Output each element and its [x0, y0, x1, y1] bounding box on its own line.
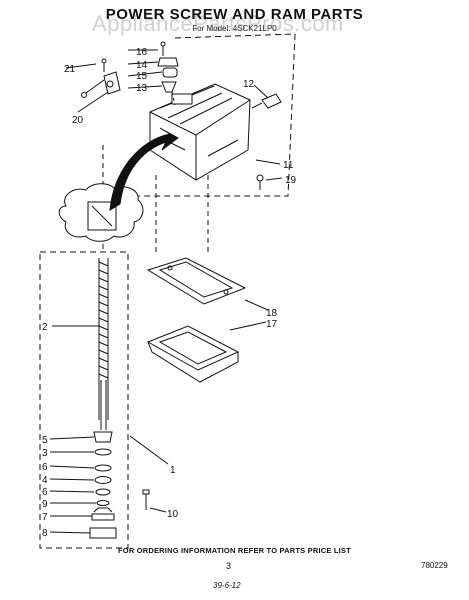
callout-3: 3	[42, 448, 48, 459]
mounting-bracket	[81, 58, 121, 98]
upper-assembly-boundary	[130, 33, 296, 197]
callout-20: 20	[72, 115, 84, 126]
ram-pan	[146, 325, 240, 383]
callout-17: 17	[266, 319, 278, 330]
callout-5: 5	[42, 435, 48, 446]
switch-parts-stack	[157, 41, 179, 106]
date-mark: 39-6-12	[213, 581, 241, 590]
ram-housing	[149, 83, 251, 181]
screw-part-19	[256, 174, 264, 190]
lower-assembly-boundary	[39, 251, 129, 549]
callout-6: 6	[42, 487, 48, 498]
callout-21: 21	[64, 64, 76, 75]
callout-18: 18	[266, 308, 278, 319]
model-subtitle: For Model: 4SCK21LP0	[192, 24, 277, 33]
callout-2: 2	[42, 322, 48, 333]
page-number: 3	[226, 561, 232, 571]
ordering-info-footer: FOR ORDERING INFORMATION REFER TO PARTS …	[118, 546, 351, 555]
callout-8: 8	[42, 528, 48, 539]
callout-12: 12	[243, 79, 255, 90]
screw-part-12	[251, 93, 282, 109]
callout-4: 4	[42, 475, 48, 486]
callout-11: 11	[283, 160, 294, 171]
callout-14: 14	[136, 60, 148, 71]
callout-15: 15	[136, 71, 148, 82]
shaft-parts-stack	[89, 431, 117, 539]
page-title: POWER SCREW AND RAM PARTS	[105, 6, 364, 23]
power-screw	[98, 258, 109, 430]
callout-labels: 21 20 16 14 15 13 12 11 19 18 17 2 5 3 6…	[42, 47, 297, 539]
detail-callout-bubble	[58, 183, 144, 242]
leader-lines	[49, 49, 283, 534]
callout-16: 16	[136, 47, 148, 58]
callout-1: 1	[170, 465, 176, 476]
callout-13: 13	[136, 83, 148, 94]
gasket	[146, 257, 247, 305]
watermark: AppliancePartsPros.com	[92, 11, 344, 36]
callout-19: 19	[285, 175, 297, 186]
callout-10: 10	[167, 509, 179, 520]
pin-part-10	[142, 489, 150, 510]
document-id: 780229	[421, 561, 448, 570]
callout-9: 9	[42, 499, 48, 510]
callout-6: 6	[42, 462, 48, 473]
callout-7: 7	[42, 512, 48, 523]
